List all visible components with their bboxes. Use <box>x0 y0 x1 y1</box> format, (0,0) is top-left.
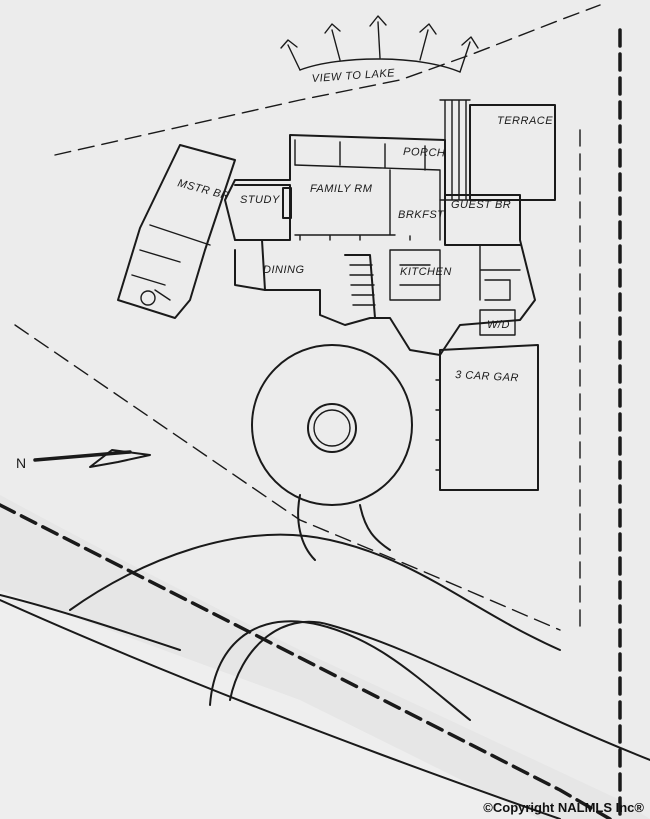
master-br-label: MSTR BR <box>176 177 230 202</box>
setback-line-south <box>14 324 561 631</box>
road-surface <box>0 495 650 819</box>
terrace-label: TERRACE <box>497 115 553 127</box>
terrace <box>469 104 556 201</box>
kitchen-label: KITCHEN <box>400 266 452 278</box>
garage <box>439 344 539 491</box>
north-arrow: N <box>16 449 151 471</box>
garage-door-ticks <box>435 379 441 471</box>
motor-court-island-inner <box>313 409 351 447</box>
road-oval <box>209 620 471 721</box>
garage-label: 3 CAR GAR <box>455 369 519 384</box>
driveway <box>297 494 391 561</box>
motor-court <box>251 344 413 506</box>
road-lower-edge <box>0 599 561 819</box>
view-to-lake-label: VIEW TO LAKE <box>311 67 395 85</box>
guest-br-label: GUEST BR <box>451 199 511 211</box>
dining-label: DINING <box>263 264 305 276</box>
property-line-left <box>0 503 612 819</box>
setback-line-north <box>54 4 601 156</box>
porch-label: PORCH <box>403 146 446 159</box>
road-curve-outer <box>69 533 561 651</box>
view-arrows <box>280 15 479 73</box>
house-footprint <box>117 134 536 356</box>
study-label: STUDY <box>240 194 280 206</box>
road-upper-edge <box>0 594 181 651</box>
family-room-label: FAMILY RM <box>310 183 373 195</box>
white-lot-area <box>0 590 540 819</box>
road-curve-inner <box>229 620 650 761</box>
north-label: N <box>16 455 27 471</box>
motor-court-island <box>307 403 357 453</box>
wd-label: W/D <box>487 319 510 331</box>
copyright-notice: ©Copyright NALMLS Inc® <box>483 800 644 815</box>
breakfast-label: BRKFST <box>398 209 445 221</box>
